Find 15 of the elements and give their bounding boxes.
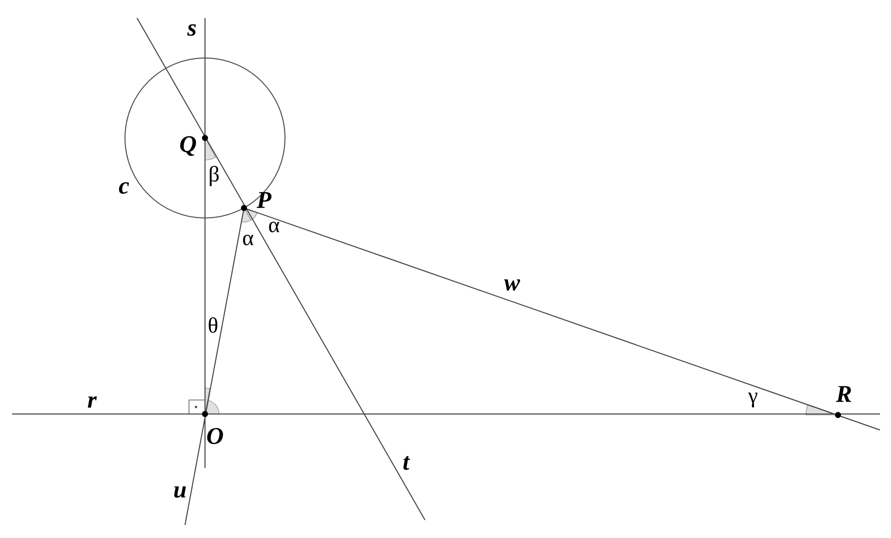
- angle-label: γ: [748, 392, 758, 408]
- line-label: r: [88, 396, 97, 408]
- point-label: R: [836, 386, 852, 402]
- line-label: w: [504, 279, 520, 291]
- line-label: u: [174, 486, 186, 498]
- angle-label: β: [210, 166, 219, 186]
- angle-label: θ: [208, 317, 218, 333]
- point-label: P: [256, 192, 272, 208]
- point-label: Q: [180, 136, 196, 156]
- point-label: O: [207, 428, 223, 444]
- angle-label: α: [269, 222, 280, 232]
- line-label: t: [403, 456, 410, 470]
- line-label: s: [187, 24, 196, 36]
- line-label: c: [119, 182, 129, 194]
- angle-label: α: [243, 234, 254, 246]
